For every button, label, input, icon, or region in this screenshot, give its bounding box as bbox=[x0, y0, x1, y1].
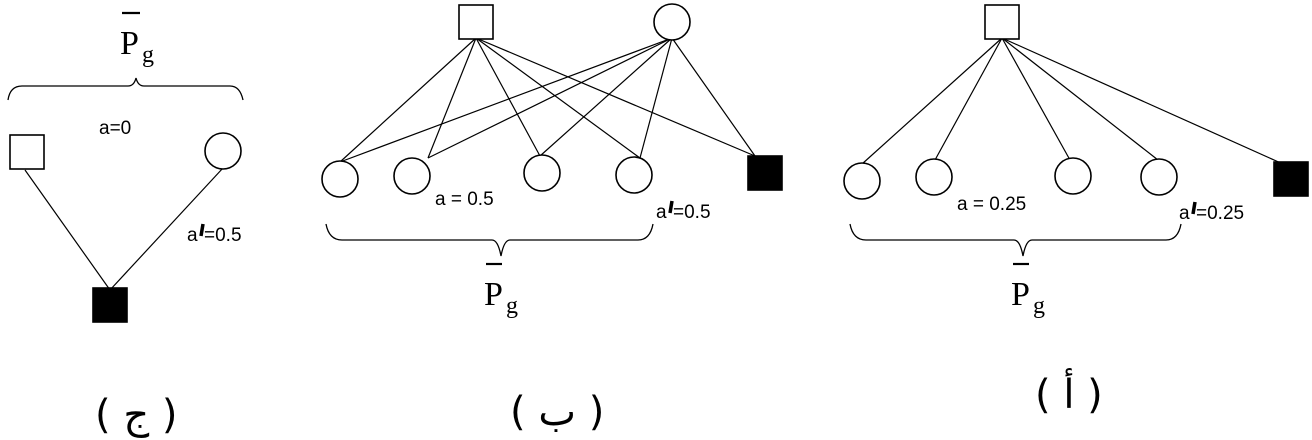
panel-b: a = 0.5 a =0.5 P g ( ب ) bbox=[321, 3, 783, 435]
kinship-a-prime-value: =0.25 bbox=[1196, 203, 1244, 224]
brace bbox=[7, 77, 244, 101]
child-node bbox=[843, 162, 881, 200]
panel-caption: ( أ ) bbox=[1035, 368, 1103, 418]
pg-label: P bbox=[1011, 276, 1030, 313]
pg-subscript: g bbox=[506, 293, 518, 319]
prime-mark bbox=[668, 200, 674, 214]
pg-subscript: g bbox=[142, 42, 154, 68]
affected-individual bbox=[92, 287, 128, 323]
male-node bbox=[9, 134, 45, 170]
panel-c: P g a=0 a =0.5 ( ج ) bbox=[7, 11, 244, 439]
pg-label: P bbox=[484, 276, 503, 313]
brace bbox=[325, 223, 654, 257]
child-node bbox=[393, 157, 431, 195]
child-node bbox=[523, 154, 561, 192]
child-node bbox=[1054, 157, 1092, 195]
panel-a: a = 0.25 a =0.25 P g ( أ ) bbox=[843, 4, 1309, 418]
female-node bbox=[653, 3, 691, 41]
prime-mark bbox=[199, 223, 205, 237]
panel-caption: ( ب ) bbox=[510, 389, 604, 435]
child-node bbox=[615, 156, 653, 194]
female-node bbox=[204, 132, 242, 170]
affected-individual bbox=[747, 155, 783, 191]
male-node bbox=[458, 4, 494, 40]
pg-label: P bbox=[120, 25, 139, 62]
edges-from-male bbox=[861, 37, 1284, 165]
brace bbox=[849, 223, 1182, 257]
pg-subscript: g bbox=[1033, 293, 1045, 319]
kinship-a-prime-prefix: a bbox=[187, 225, 198, 246]
affected-individual bbox=[1273, 161, 1309, 197]
kinship-a-prime-prefix: a bbox=[1179, 203, 1190, 224]
kinship-a-label: a = 0.25 bbox=[957, 194, 1026, 215]
edge-parent-male bbox=[24, 169, 111, 291]
edges-from-male bbox=[339, 37, 756, 163]
kinship-a-prime-value: =0.5 bbox=[673, 202, 711, 223]
kinship-a-prime-prefix: a bbox=[656, 202, 667, 223]
male-node bbox=[984, 4, 1020, 40]
kinship-a-label: a = 0.5 bbox=[435, 189, 494, 210]
panel-caption: ( ج ) bbox=[95, 392, 177, 439]
kinship-a-label: a=0 bbox=[99, 118, 131, 139]
edge-parent-female bbox=[109, 167, 224, 291]
edges-from-female bbox=[339, 37, 756, 163]
prime-mark bbox=[1191, 201, 1197, 215]
child-node bbox=[1140, 158, 1178, 196]
kinship-a-prime-value: =0.5 bbox=[204, 225, 242, 246]
child-node bbox=[321, 160, 359, 198]
child-node bbox=[915, 158, 953, 196]
